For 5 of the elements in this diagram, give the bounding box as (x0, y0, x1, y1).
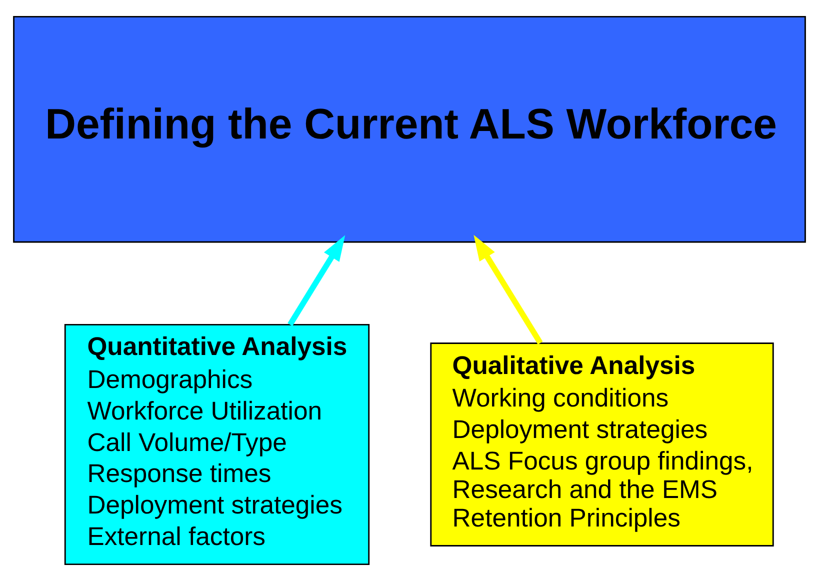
arrow (288, 235, 346, 326)
arrow (474, 234, 543, 344)
node-box: Quantitative Analysis Demographics Workforce Utilization Call Volume/Type Response times Deployment strategies External factors (64, 324, 370, 565)
node-box: Defining the Current ALS Workforce (13, 16, 806, 243)
node-box: Qualitative Analysis Working conditions Deployment strategies ALS Focus group findings, Research and the EMS Retention Principles (430, 342, 774, 546)
